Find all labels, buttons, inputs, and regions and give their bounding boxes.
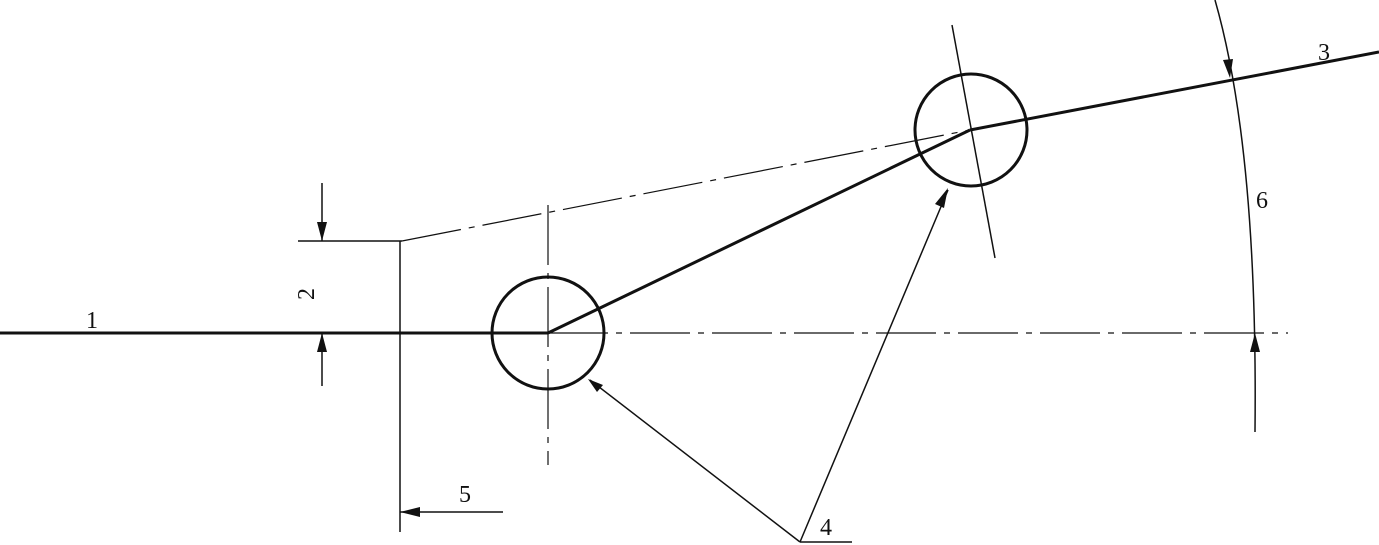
- label-2: 2: [294, 288, 320, 300]
- label-5: 5: [459, 482, 471, 508]
- inclined-line-3: [969, 50, 1379, 132]
- label-4: 4: [820, 515, 832, 541]
- leader4-upper-arrow: [935, 188, 948, 208]
- leader4-to-lower-circle: [589, 379, 801, 543]
- dim2-lower-arrow: [317, 333, 327, 352]
- angle6-lower-arrow: [1250, 333, 1260, 352]
- offset-centerline: [401, 129, 971, 242]
- upper-circle-perpendicular-line: [951, 24, 996, 259]
- upper-circle: [913, 72, 1029, 188]
- label-3: 3: [1318, 40, 1330, 66]
- angle6-upper-arrow: [1223, 59, 1233, 78]
- leader4-to-upper-circle: [799, 189, 949, 543]
- connecting-link: [547, 128, 971, 335]
- dim5-arrow: [400, 507, 420, 517]
- label-1: 1: [86, 308, 98, 334]
- dim2-upper-arrow: [317, 222, 327, 241]
- label-6: 6: [1256, 188, 1268, 214]
- leader4-lower-arrow: [588, 379, 603, 392]
- angle6-arc: [1214, 0, 1256, 433]
